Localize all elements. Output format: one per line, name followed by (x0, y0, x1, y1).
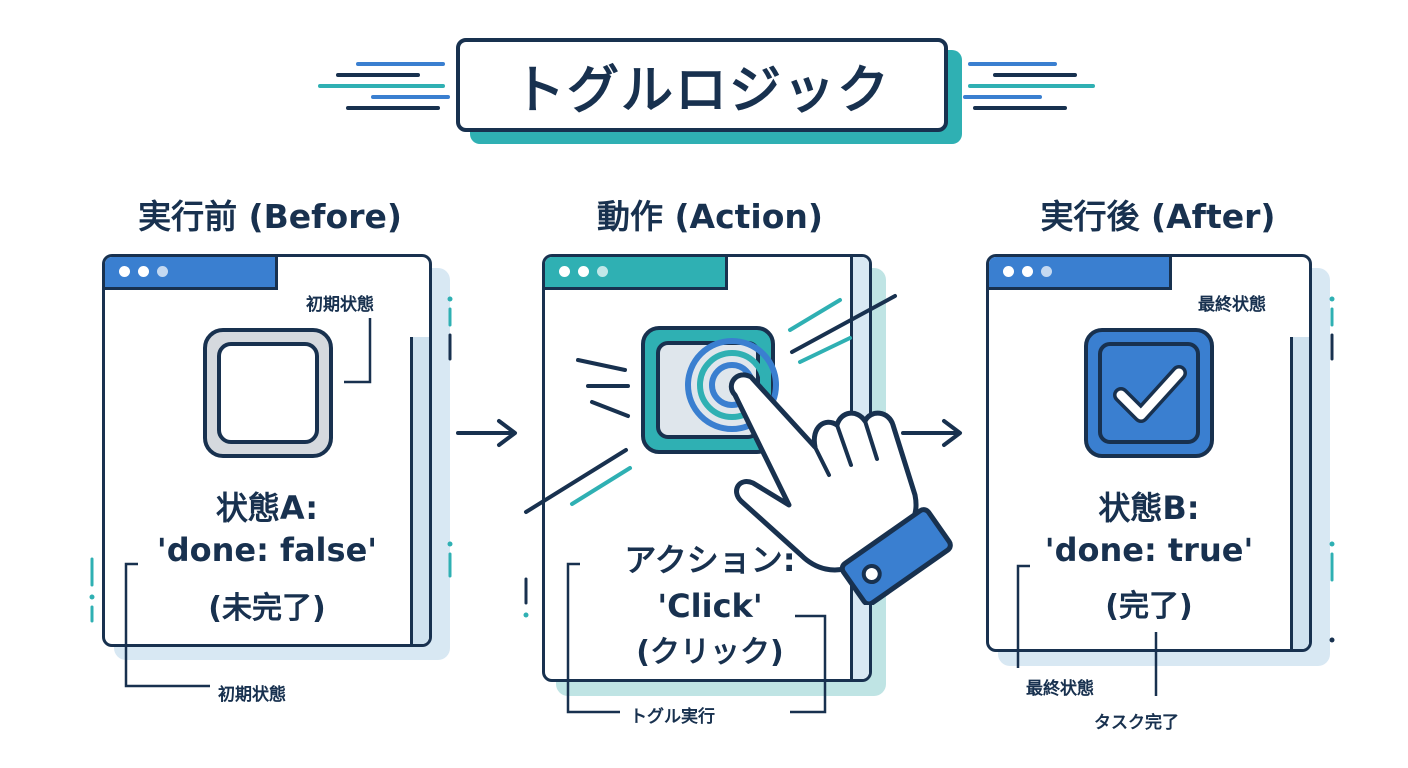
corner-label-initial: 初期状態 (306, 295, 374, 315)
unchecked-checkbox-icon[interactable] (202, 327, 334, 459)
state-a-label: 状態A: (215, 489, 319, 527)
heading-after: 実行後 (After) (1040, 197, 1276, 236)
state-a-value: 'done: false' (156, 531, 378, 569)
leader-line (340, 316, 374, 388)
leader-line (118, 562, 218, 692)
bottom-label-complete: タスク完了 (1094, 713, 1179, 733)
decor-dashes (444, 540, 456, 580)
arrow-right-icon (900, 418, 966, 448)
window-side-panel (410, 337, 429, 644)
heading-before: 実行前 (Before) (138, 197, 402, 236)
action-note: (クリック) (636, 635, 784, 670)
corner-label-final: 最終状態 (1198, 295, 1266, 315)
bottom-label-initial: 初期状態 (218, 685, 286, 705)
leader-line (1008, 562, 1038, 672)
arrow-right-icon (455, 418, 521, 448)
state-a-note: (未完了) (208, 591, 326, 626)
heading-action: 動作 (Action) (596, 197, 823, 236)
checked-checkbox-icon[interactable] (1083, 327, 1215, 459)
page-title: トグルロジック (456, 38, 948, 132)
state-b-note: (完了) (1105, 589, 1193, 624)
state-b-value: 'done: true' (1044, 531, 1254, 569)
state-b-label: 状態B: (1098, 489, 1200, 527)
decor-dashes (1326, 295, 1338, 365)
decor-dashes (86, 555, 98, 625)
hand-pointer-icon (705, 355, 955, 605)
leader-bracket (560, 560, 835, 720)
window-titlebar (989, 257, 1172, 290)
window-side-panel (1290, 337, 1309, 649)
bottom-label-toggle: トグル実行 (630, 707, 715, 727)
checkbox-being-clicked-icon[interactable] (640, 325, 780, 455)
decor-dashes (444, 295, 456, 365)
decor-dashes (1326, 540, 1338, 650)
title-speed-lines-left (318, 58, 453, 118)
action-label: アクション: (624, 541, 796, 579)
window-titlebar (545, 257, 728, 290)
motion-lines (520, 290, 900, 530)
window-titlebar (105, 257, 278, 290)
leader-line (1150, 630, 1162, 700)
title-speed-lines-right (960, 58, 1095, 118)
bottom-label-final: 最終状態 (1026, 679, 1094, 699)
action-value: 'Click' (657, 587, 763, 625)
decor-dashes (520, 575, 532, 635)
